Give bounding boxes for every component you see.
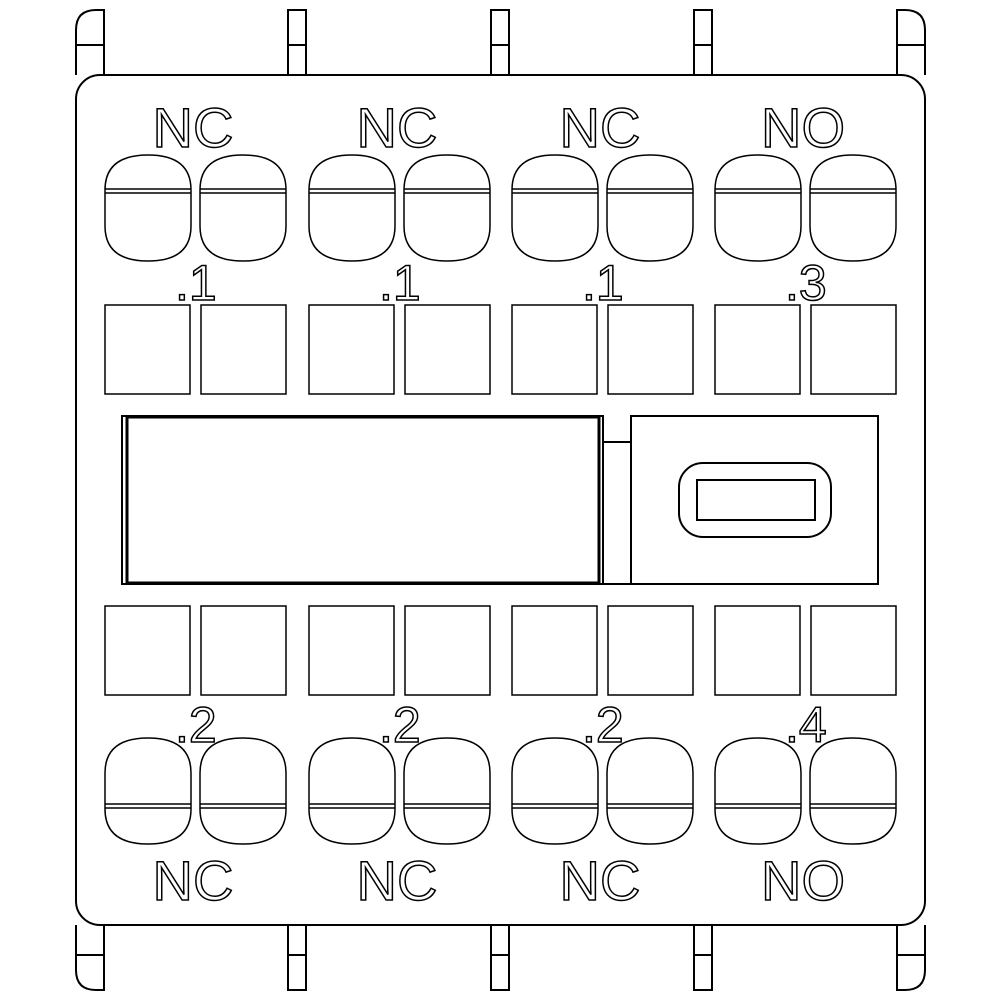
indicator-window	[696, 479, 816, 521]
tab-bottom-1	[287, 924, 307, 991]
terminal-screw-right-icon	[199, 154, 287, 262]
bottom-row-contact-3: NC .2	[511, 605, 694, 913]
top-mounting-tabs	[75, 9, 926, 76]
terminal-screw-left-icon	[104, 737, 192, 845]
terminal-screw-right-icon	[809, 737, 897, 845]
center-label-area	[121, 415, 879, 585]
wire-entry-left	[511, 304, 598, 395]
wire-entry-left	[308, 605, 395, 696]
wire-entry-right	[810, 304, 897, 395]
housing-body	[75, 74, 926, 926]
terminal-screw-left-icon	[308, 737, 396, 845]
wire-entry-left	[104, 605, 191, 696]
terminal-screw-left-icon	[714, 154, 802, 262]
terminal-number: .2	[175, 697, 217, 753]
wire-entry-left	[104, 304, 191, 395]
top-terminal-row: NC .1 NC .1 NC .1 NO .3	[104, 95, 897, 395]
bottom-terminal-row: NC .2NC .2NC .2NO .4	[104, 605, 897, 913]
terminal-screw-left-icon	[714, 737, 802, 845]
wire-entry-right	[607, 605, 694, 696]
terminal-screw-right-icon	[606, 154, 694, 262]
wire-entry-left	[511, 605, 598, 696]
bottom-row-contact-2: NC .2	[308, 605, 491, 913]
top-row-contact-3: NC .1	[511, 95, 694, 395]
tab-bottom-3	[693, 924, 713, 991]
terminal-screw-left-icon	[308, 154, 396, 262]
terminal-screw-right-icon	[809, 154, 897, 262]
label-plate	[125, 415, 601, 585]
wire-entry-left	[308, 304, 395, 395]
top-row-contact-4: NO .3	[714, 95, 897, 395]
label-plate-outer	[121, 415, 604, 585]
bottom-mounting-tabs	[75, 924, 926, 991]
wire-entry-right	[200, 304, 287, 395]
terminal-number: .2	[582, 697, 624, 753]
contact-type-label: NC	[153, 96, 234, 159]
top-row-contact-1: NC .1	[104, 95, 287, 395]
contact-type-label: NC	[357, 96, 438, 159]
contact-type-label: NC	[560, 96, 641, 159]
terminal-number: .1	[582, 255, 624, 311]
terminal-number: .1	[379, 255, 421, 311]
indicator-window-frame	[678, 462, 832, 538]
terminal-screw-right-icon	[606, 737, 694, 845]
wire-entry-right	[404, 605, 491, 696]
bottom-row-contact-4: NO .4	[714, 605, 897, 913]
wire-entry-left	[714, 605, 801, 696]
terminal-number: .4	[785, 697, 827, 753]
tab-top-right	[896, 9, 926, 75]
contact-type-label: NC	[560, 849, 641, 912]
tab-bottom-left	[75, 925, 105, 991]
tab-top-left	[75, 9, 105, 75]
terminal-screw-left-icon	[104, 154, 192, 262]
tab-top-2	[490, 9, 510, 76]
terminal-number: .1	[175, 255, 217, 311]
tab-bottom-2	[490, 924, 510, 991]
tab-bottom-right	[896, 925, 926, 991]
contact-type-label: NC	[357, 849, 438, 912]
tab-top-3	[693, 9, 713, 76]
contact-type-label: NO	[761, 96, 845, 159]
bottom-row-contact-1: NC .2	[104, 605, 287, 913]
terminal-number: .2	[379, 697, 421, 753]
wire-entry-left	[714, 304, 801, 395]
tab-top-1	[287, 9, 307, 76]
terminal-number: .3	[785, 255, 827, 311]
wire-entry-right	[200, 605, 287, 696]
terminal-screw-right-icon	[199, 737, 287, 845]
wire-entry-right	[404, 304, 491, 395]
contact-type-label: NO	[761, 849, 845, 912]
top-row-contact-2: NC .1	[308, 95, 491, 395]
terminal-screw-right-icon	[403, 737, 491, 845]
indicator-window-panel	[630, 415, 879, 585]
wire-entry-right	[607, 304, 694, 395]
contact-type-label: NC	[153, 849, 234, 912]
terminal-screw-right-icon	[403, 154, 491, 262]
terminal-screw-left-icon	[511, 737, 599, 845]
terminal-screw-left-icon	[511, 154, 599, 262]
wire-entry-right	[810, 605, 897, 696]
